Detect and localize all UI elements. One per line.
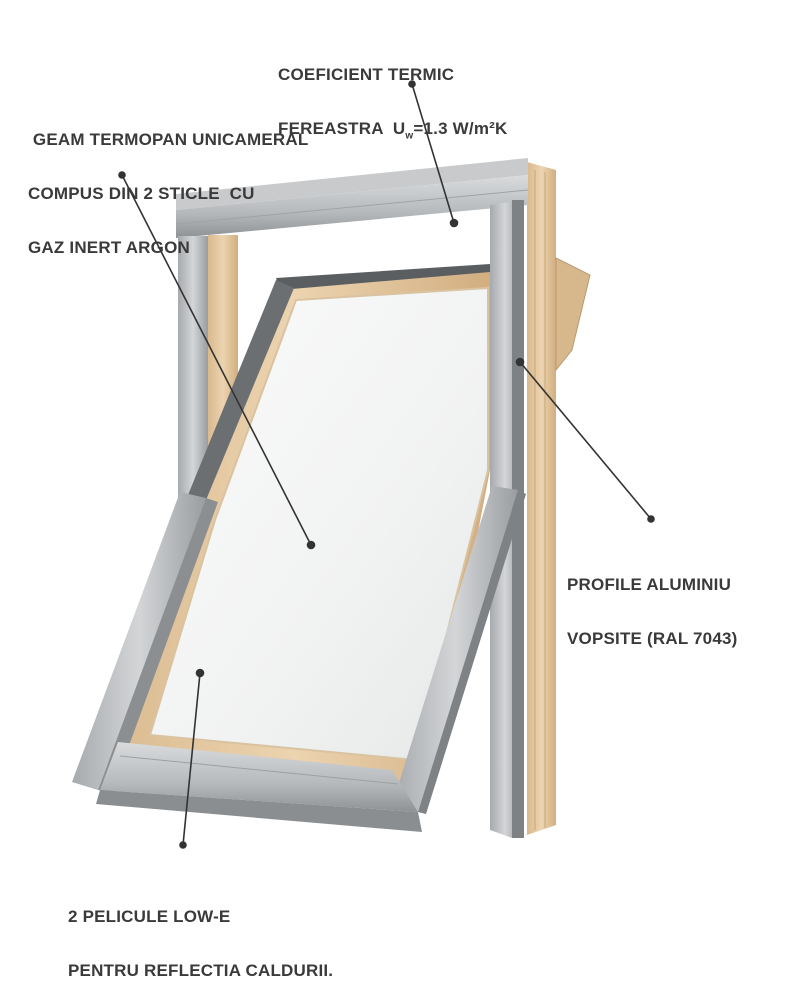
leader-profile-dot <box>515 357 525 367</box>
glass-unit-line3: GAZ INERT ARGON <box>28 238 190 257</box>
leader-geam <box>121 174 312 546</box>
sash-bottom-profile <box>96 742 422 832</box>
leader-pelicule-dot <box>195 668 205 678</box>
frame-top-profile <box>175 158 529 238</box>
leader-profile <box>519 361 652 520</box>
aluminium-profile-line1: PROFILE ALUMINIU <box>567 575 732 594</box>
leader-lines <box>118 80 655 849</box>
low-e-film-label: 2 PELICULE LOW-E PENTRU REFLECTIA CALDUR… <box>68 872 333 998</box>
sash-right-profile <box>392 486 526 814</box>
leader-geam-dot <box>306 540 316 550</box>
glass-unit-line1: GEAM TERMOPAN UNICAMERAL <box>28 130 309 149</box>
aluminium-profile-label: PROFILE ALUMINIU VOPSITE (RAL 7043) <box>567 540 738 666</box>
thermal-coefficient-prefix: FEREASTRA U <box>278 119 406 138</box>
frame-left-profile <box>178 236 208 498</box>
upper-flap-detail <box>555 257 591 372</box>
glass-unit-line2: COMPUS DIN 2 STICLE CU <box>28 184 255 203</box>
thermal-coefficient-line1: COEFICIENT TERMIC <box>278 65 455 84</box>
thermal-coefficient-line2: FEREASTRA Uw=1.3 W/m²K <box>278 120 507 145</box>
glass-unit-label: GEAM TERMOPAN UNICAMERAL COMPUS DIN 2 ST… <box>28 95 308 275</box>
sash-left-profile <box>72 492 218 792</box>
thermal-coefficient-label: COEFICIENT TERMIC FEREASTRA Uw=1.3 W/m²K <box>278 30 507 163</box>
low-e-film-line1: 2 PELICULE LOW-E <box>68 907 231 926</box>
leader-coeficient-dot <box>449 218 459 228</box>
leader-coeficient <box>411 83 455 224</box>
frame-right-wood <box>527 162 556 835</box>
thermal-coefficient-value: =1.3 W/m²K <box>413 119 508 138</box>
leader-pelicule <box>182 672 201 846</box>
low-e-film-line2: PENTRU REFLECTIA CALDURII. <box>68 961 334 980</box>
aluminium-profile-line2: VOPSITE (RAL 7043) <box>567 629 738 648</box>
thermal-coefficient-sub: w <box>405 130 414 142</box>
